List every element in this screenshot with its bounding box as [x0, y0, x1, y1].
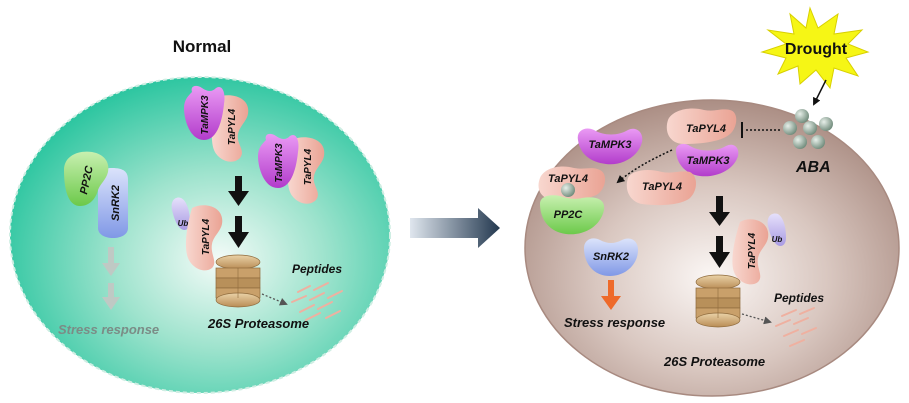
drought-stress-response: Stress response: [564, 315, 665, 330]
drought-ub-label: Ub: [772, 235, 783, 244]
drought-tapyl4-pp2c-complex: TaPYL4 PP2C: [538, 166, 606, 235]
drought-to-peptides-arrow: [741, 313, 772, 325]
normal-snrk2-label: SnRK2: [110, 185, 122, 221]
drought-peptide-6: [801, 327, 817, 335]
normal-peptide-8: [305, 312, 321, 321]
drought-tapyl4-tampk3-complex: TaPYL4 TaMPK3: [666, 108, 739, 177]
drought-snrk2: SnRK2: [584, 238, 638, 276]
normal-pp2c-shape: [64, 151, 109, 206]
normal-tampk3-shape-1: [184, 85, 225, 140]
drought-tapyl4-label-3: TaPYL4: [548, 173, 588, 185]
normal-stress-arrow-1: [102, 247, 120, 276]
normal-tampk3-tapyl4-complex-2: TaMPK3 TaPYL4: [258, 133, 325, 204]
drought-tapyl4-label-4: TaPYL4: [747, 232, 758, 269]
drought-tapyl4-label-2: TaPYL4: [642, 181, 682, 193]
normal-peptide-fragments: [291, 282, 343, 321]
drought-peptide-fragments: [775, 307, 817, 347]
drought-down-arrow-1: [709, 196, 730, 226]
aba-bead-2: [783, 121, 797, 135]
normal-degradation-arrows: [228, 176, 249, 248]
normal-peptide-5: [327, 290, 343, 299]
drought-burst-shape: [760, 6, 870, 90]
normal-stress-arrow-2: [102, 283, 120, 310]
normal-tapyl4-label-2: TaPYL4: [303, 148, 314, 185]
normal-tampk3-label-2: TaMPK3: [274, 143, 285, 183]
aba-bead-5: [793, 135, 807, 149]
drought-tapyl4-shape-2: [626, 170, 696, 206]
normal-ub-tapyl4: Ub TaPYL4: [171, 197, 223, 271]
drought-peptide-2: [799, 307, 815, 315]
normal-tapyl4-label-3: TaPYL4: [201, 218, 212, 255]
drought-tapyl4-label-1: TaPYL4: [686, 123, 726, 135]
drought-ub-shape: [767, 213, 786, 246]
aba-bead-6: [811, 135, 825, 149]
normal-tampk3-shape-2: [258, 133, 299, 188]
normal-peptide-1: [297, 285, 311, 293]
normal-down-arrow-1: [228, 176, 249, 206]
normal-stress-response: Stress response: [58, 322, 159, 337]
drought-proteasome: [695, 274, 741, 328]
drought-peptide-4: [793, 317, 809, 325]
aba-bead-1: [795, 109, 809, 123]
drought-peptide-1: [781, 309, 797, 317]
normal-peptide-6: [299, 304, 315, 313]
drought-proteasome-ring-1: [695, 274, 741, 290]
normal-stress-arrows: [102, 247, 120, 310]
drought-pp2c-shape: [540, 195, 605, 235]
drought-free-tampk3: TaMPK3: [577, 128, 643, 165]
transition-arrow: [410, 208, 500, 248]
drought-tampk3-label-2: TaMPK3: [589, 139, 632, 151]
drought-free-tapyl4: TaPYL4: [626, 170, 696, 206]
normal-ub-shape: [171, 197, 190, 230]
drought-pp2c-label: PP2C: [554, 209, 584, 221]
drought-cell: [524, 99, 900, 397]
normal-tapyl4-shape-3: [185, 205, 223, 271]
aba-bead-3: [803, 121, 817, 135]
drought-proteasome-label: 26S Proteasome: [663, 354, 765, 369]
normal-tapyl4-label-1: TaPYL4: [227, 108, 238, 145]
drought-tapyl4-shape-1: [666, 108, 737, 144]
normal-peptides-label: Peptides: [292, 262, 342, 276]
aba-bead-4: [819, 117, 833, 131]
normal-ub-label: Ub: [178, 219, 189, 228]
normal-to-peptides-arrow: [261, 293, 288, 306]
drought-degradation-arrows: [709, 196, 730, 268]
drought-release-arrow: [616, 149, 673, 184]
drought-to-aba-arrow: [813, 79, 827, 106]
drought-snrk2-shape: [584, 238, 638, 276]
normal-pp2c-snrk2-complex: PP2C SnRK2: [64, 151, 128, 238]
normal-peptide-7: [317, 301, 333, 310]
drought-snrk2-label: SnRK2: [593, 251, 629, 263]
drought-tapyl4-ub: TaPYL4 Ub: [732, 213, 786, 285]
normal-peptide-3: [291, 295, 307, 303]
normal-peptide-2: [313, 282, 329, 291]
aba-label: ABA: [795, 159, 831, 176]
normal-peptide-4: [309, 292, 325, 301]
drought-stress-arrow: [601, 280, 621, 310]
aba-cluster: [783, 109, 833, 149]
drought-peptides-label: Peptides: [774, 291, 824, 305]
drought-tampk3-shape-2: [577, 128, 643, 165]
drought-tapyl4-shape-4: [732, 219, 769, 285]
normal-snrk2-shape: [98, 168, 128, 238]
normal-tampk3-tapyl4-complex-1: TaMPK3 TaPYL4: [184, 85, 249, 162]
normal-peptide-9: [325, 310, 341, 319]
normal-tampk3-label-1: TaMPK3: [200, 95, 211, 135]
drought-tapyl4-shape-3: [538, 166, 606, 201]
drought-tampk3-label-1: TaMPK3: [687, 155, 730, 167]
normal-proteasome: [215, 254, 261, 308]
drought-burst: Drought: [760, 6, 870, 90]
drought-tampk3-shape-1: [676, 143, 739, 177]
drought-peptide-5: [783, 329, 799, 337]
normal-down-arrow-2: [228, 216, 249, 248]
normal-title: Normal: [173, 37, 232, 56]
drought-aba-bound-bead: [561, 183, 575, 197]
drought-peptide-7: [789, 339, 805, 347]
normal-proteasome-ring-1: [215, 254, 261, 270]
drought-title: Drought: [785, 41, 848, 58]
normal-proteasome-label: 26S Proteasome: [207, 316, 309, 331]
drought-down-arrow-2: [709, 236, 730, 268]
drought-peptide-3: [775, 319, 791, 327]
